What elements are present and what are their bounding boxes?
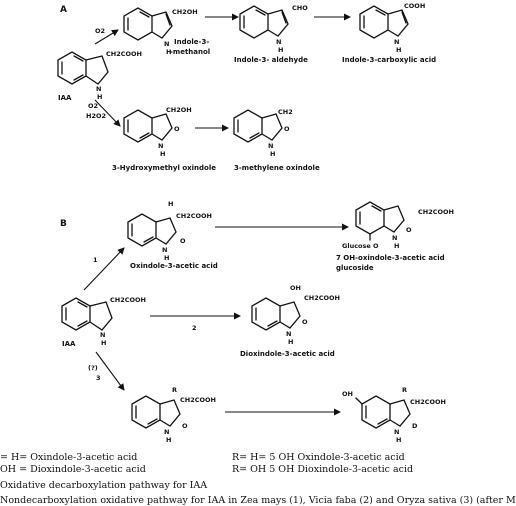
glucoside-group: CH2COOH	[418, 208, 454, 216]
arrow-iaa-to-hydroxymethyl	[94, 99, 121, 127]
iaa-b-label: IAA	[62, 340, 76, 348]
generic-r-oxindole-structure: R CH2COOH O N H	[131, 386, 216, 444]
hydroxymethyl-oxo: O	[174, 125, 180, 133]
oxindole-name: Oxindole-3-acetic acid	[130, 262, 218, 270]
glucoside-oxo: O	[406, 226, 412, 234]
iaa-a-n: N	[96, 85, 101, 93]
reagent-h2o2-label: H2O2	[86, 112, 106, 120]
hydroxy-oh: OH	[342, 390, 353, 398]
generic-r-substituent: R	[172, 386, 177, 394]
iaa-b-h: H	[101, 339, 106, 347]
panel-a-label: A	[60, 5, 67, 15]
oxindole-h-substituent: H	[168, 200, 173, 208]
hydroxymethyl-name: 3-Hydroxymethyl oxindole	[112, 164, 216, 172]
iaa-a-label: IAA	[58, 94, 72, 102]
glucoside-substituent: Glucose O	[342, 242, 379, 250]
oxindole-oxo: O	[180, 237, 186, 245]
dioxindole-name: Dioxindole-3-acetic acid	[240, 350, 335, 358]
aldehyde-n: N	[276, 38, 281, 46]
hydroxy-oxo: D	[412, 422, 418, 430]
aldehyde-group: CHO	[292, 4, 308, 12]
generic-group: CH2COOH	[180, 396, 216, 404]
glucoside-structure: CH2COOH O Glucose O N H	[342, 201, 454, 250]
hydroxymethyl-oxindole-structure: CH2OH O N H	[123, 106, 192, 158]
iaa-structure-b: CH2COOH N H	[61, 296, 146, 347]
pathway-diagram: A CH2COOH N H IAA O2 O2 H2O2 CH2OH N H I…	[57, 2, 454, 444]
glucoside-n: N	[392, 234, 397, 242]
glucoside-h: H	[394, 242, 399, 250]
methylene-group: CH2	[278, 108, 293, 116]
acid-name: Indole-3-carboxylic acid	[342, 56, 436, 64]
aldehyde-name: Indole-3- aldehyde	[234, 56, 308, 64]
route-3-label: 3	[96, 374, 101, 382]
dioxindole-oh: OH	[290, 284, 301, 292]
caption-line-2: Nondecarboxylation oxidative pathway for…	[0, 495, 516, 506]
hydroxy-group: CH2COOH	[410, 398, 446, 406]
acid-h: H	[396, 46, 401, 54]
glucoside-name-line2: glucoside	[336, 264, 374, 272]
glucoside-name-line1: 7 OH-oxindole-3-acetic acid	[336, 254, 445, 262]
iaa-b-side-chain: CH2COOH	[110, 296, 146, 304]
methylene-h: H	[270, 150, 275, 158]
generic-h: H	[166, 436, 171, 444]
hydroxy-n: N	[394, 428, 399, 436]
acid-n: N	[394, 38, 399, 46]
methanol-n: N	[164, 40, 169, 48]
methylene-oxindole-structure: CH2 O N H	[233, 108, 293, 158]
methanol-group: CH2OH	[172, 8, 198, 16]
methanol-name-line2: -methanol	[170, 48, 210, 56]
acid-group: COOH	[404, 2, 425, 10]
footnote-right-2: R= OH 5 OH Dioxindole-3-acetic acid	[232, 464, 414, 475]
oxindole-acetic-acid-structure: H CH2COOH O N H	[127, 200, 212, 262]
route-2-label: 2	[192, 324, 197, 332]
reagent-o2-b-label: O2	[88, 102, 98, 110]
oxindole-n: N	[162, 246, 167, 254]
route-3-qualifier: (?)	[88, 364, 98, 372]
dioxindole-oxo: O	[302, 318, 308, 326]
hydroxy-r-substituent: R	[402, 386, 407, 394]
dioxindole-acetic-acid-structure: OH CH2COOH O N H	[251, 284, 340, 346]
footnote-left-2: OH = Dioxindole-3-acetic acid	[0, 464, 146, 475]
generic-oxo: O	[182, 422, 188, 430]
methylene-n: N	[268, 142, 273, 150]
dioxindole-group: CH2COOH	[304, 294, 340, 302]
oxindole-group: CH2COOH	[176, 212, 212, 220]
methylene-oxo: O	[284, 125, 290, 133]
methylene-name: 3-methylene oxindole	[234, 164, 320, 172]
oxindole-h: H	[164, 254, 169, 262]
footnote-right-1: R= H= 5 OH Oxindole-3-acetic acid	[232, 452, 405, 463]
route-1-label: 1	[93, 256, 98, 264]
arrow-route-3	[95, 351, 125, 391]
hydroxy-h: H	[396, 436, 401, 444]
caption-line-1: Oxidative decarboxylation pathway for IA…	[0, 480, 208, 491]
generic-n: N	[164, 428, 169, 436]
dioxindole-h: H	[288, 338, 293, 346]
hydroxymethyl-n: N	[158, 142, 163, 150]
arrow-iaa-to-methanol	[94, 29, 119, 45]
dioxindole-n: N	[286, 330, 291, 338]
reagent-o2-label: O2	[95, 27, 105, 35]
footnote-left-1: = H= Oxindole-3-acetic acid	[0, 452, 138, 463]
methanol-name-line1: Indole-3-	[174, 38, 209, 46]
panel-b-label: B	[60, 219, 67, 229]
hydroxymethyl-h: H	[160, 150, 165, 158]
iaa-structure-a: CH2COOH N H	[57, 50, 142, 101]
hydroxy-r-oxindole-structure: OH R CH2COOH D N H	[342, 386, 446, 444]
aldehyde-h: H	[278, 46, 283, 54]
iaa-b-n: N	[100, 331, 105, 339]
indole-3-methanol-structure: CH2OH N H	[123, 7, 198, 56]
hydroxymethyl-group: CH2OH	[166, 106, 192, 114]
iaa-a-h: H	[97, 93, 102, 101]
methanol-h: H	[166, 48, 171, 56]
iaa-a-side-chain: CH2COOH	[106, 50, 142, 58]
arrow-route-1	[83, 247, 125, 291]
indole-3-carboxylic-acid-structure: COOH N H	[359, 2, 425, 54]
indole-3-aldehyde-structure: CHO N H	[239, 4, 308, 54]
